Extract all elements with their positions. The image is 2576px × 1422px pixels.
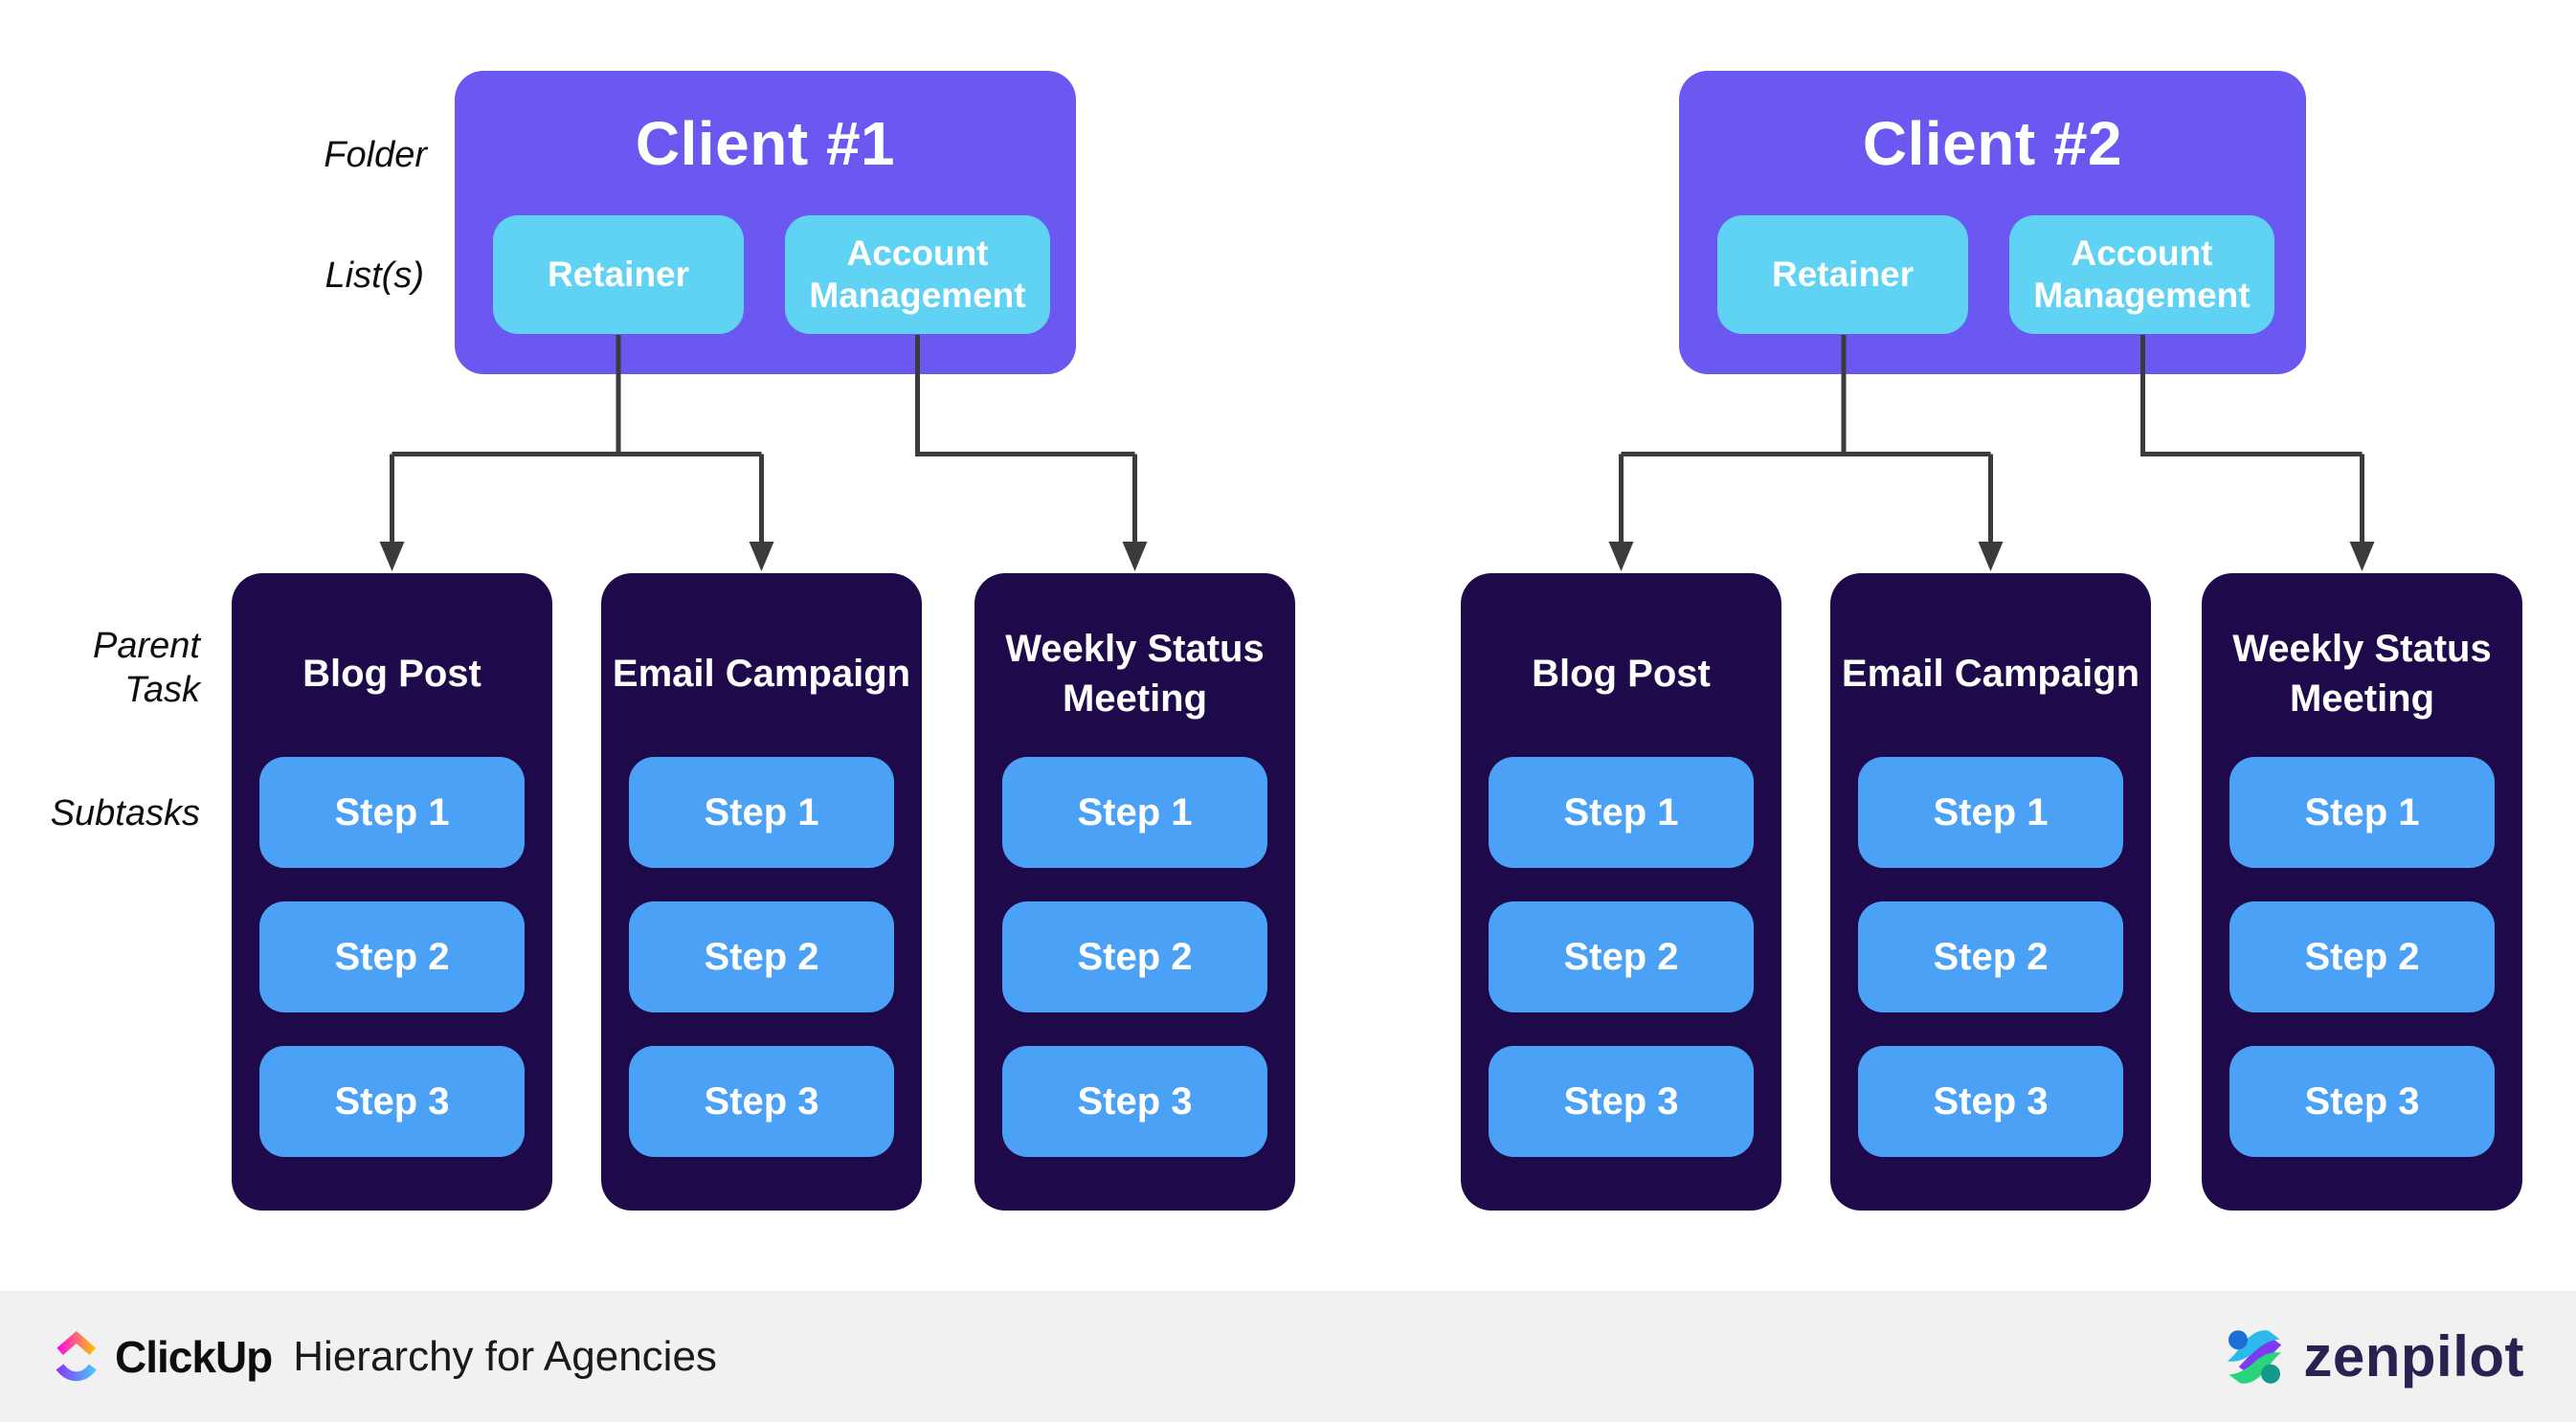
subtask-step-3: Step 3 bbox=[629, 1046, 894, 1157]
arrowheads bbox=[379, 542, 2375, 571]
zenpilot-brand: zenpilot bbox=[2219, 1319, 2524, 1395]
task-card-blog-post-2: Blog Post Step 1 Step 2 Step 3 bbox=[1461, 573, 1781, 1211]
clickup-brand: ClickUp Hierarchy for Agencies bbox=[52, 1329, 717, 1385]
list-client2-retainer: Retainer bbox=[1717, 215, 1968, 334]
zenpilot-wordmark: zenpilot bbox=[2303, 1324, 2524, 1389]
list-client1-retainer: Retainer bbox=[493, 215, 744, 334]
subtask-step-1: Step 1 bbox=[2229, 757, 2495, 868]
task-card-weekly-status-meeting-2: Weekly Status Meeting Step 1 Step 2 Step… bbox=[2202, 573, 2522, 1211]
task-card-blog-post-1: Blog Post Step 1 Step 2 Step 3 bbox=[232, 573, 552, 1211]
subtask-step-1: Step 1 bbox=[259, 757, 525, 868]
label-subtasks: Subtasks bbox=[50, 793, 200, 833]
subtask-step-1: Step 1 bbox=[1858, 757, 2123, 868]
list-client2-account-management: Account Management bbox=[2009, 215, 2274, 334]
clickup-wordmark: ClickUp bbox=[115, 1331, 273, 1382]
subtask-step-3: Step 3 bbox=[1002, 1046, 1267, 1157]
folder-client-2: Client #2 Retainer Account Management bbox=[1679, 71, 2306, 374]
subtask-step-1: Step 1 bbox=[1489, 757, 1754, 868]
footer-bar: ClickUp Hierarchy for Agencies zenpilot bbox=[0, 1291, 2576, 1422]
subtask-step-2: Step 2 bbox=[1489, 901, 1754, 1012]
subtask-step-3: Step 3 bbox=[2229, 1046, 2495, 1157]
label-lists: List(s) bbox=[325, 256, 424, 296]
label-parent-task-line1: Parent bbox=[93, 626, 200, 666]
subtask-step-3: Step 3 bbox=[259, 1046, 525, 1157]
zenpilot-logo-icon bbox=[2228, 1329, 2282, 1384]
label-parent-task-line2: Task bbox=[124, 670, 200, 710]
label-folder: Folder bbox=[324, 135, 427, 175]
subtask-step-2: Step 2 bbox=[1858, 901, 2123, 1012]
subtask-step-1: Step 1 bbox=[629, 757, 894, 868]
footer-caption: Hierarchy for Agencies bbox=[293, 1332, 717, 1380]
folder-client-2-title: Client #2 bbox=[1862, 109, 2123, 178]
list-client1-account-management: Account Management bbox=[785, 215, 1050, 334]
subtask-step-3: Step 3 bbox=[1489, 1046, 1754, 1157]
subtask-step-2: Step 2 bbox=[2229, 901, 2495, 1012]
subtask-step-2: Step 2 bbox=[629, 901, 894, 1012]
subtask-step-2: Step 2 bbox=[1002, 901, 1267, 1012]
task-card-title: Weekly Status Meeting bbox=[2232, 628, 2492, 720]
subtask-step-1: Step 1 bbox=[1002, 757, 1267, 868]
task-card-email-campaign-2: Email Campaign Step 1 Step 2 Step 3 bbox=[1830, 573, 2151, 1211]
task-card-weekly-status-meeting-1: Weekly Status Meeting Step 1 Step 2 Step… bbox=[974, 573, 1295, 1211]
subtask-step-3: Step 3 bbox=[1858, 1046, 2123, 1157]
task-card-title: Blog Post bbox=[1532, 653, 1711, 695]
task-card-email-campaign-1: Email Campaign Step 1 Step 2 Step 3 bbox=[601, 573, 922, 1211]
task-card-title: Email Campaign bbox=[1841, 653, 2140, 695]
task-card-title: Blog Post bbox=[302, 653, 482, 695]
task-card-title: Email Campaign bbox=[612, 653, 911, 695]
folder-client-1-title: Client #1 bbox=[635, 109, 896, 178]
folder-client-1: Client #1 Retainer Account Management bbox=[455, 71, 1076, 374]
task-card-title: Weekly Status Meeting bbox=[1005, 628, 1265, 720]
subtask-step-2: Step 2 bbox=[259, 901, 525, 1012]
clickup-logo-icon bbox=[56, 1330, 97, 1381]
